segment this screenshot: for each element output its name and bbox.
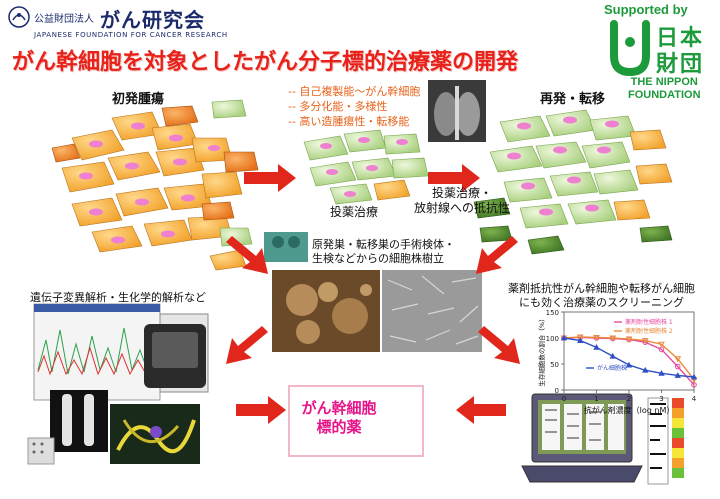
- flow-arrows: [226, 164, 520, 424]
- data-point: [658, 370, 665, 376]
- x-tick-label: 2: [627, 395, 631, 403]
- data-point: [576, 334, 584, 341]
- arrow-primary-to-treated: [244, 164, 296, 192]
- microscopy-image-culture: [382, 270, 482, 352]
- series-line: [563, 336, 695, 381]
- y-tick-label: 0: [555, 387, 559, 395]
- legend-label: 薬剤耐性細胞株 2: [625, 327, 673, 335]
- chart-plot-area: [563, 311, 695, 391]
- y-tick-label: 100: [546, 335, 559, 343]
- property-item: -- 高い造腫瘍性・転移能: [288, 115, 410, 128]
- org-name: がん研究会: [100, 8, 205, 32]
- nippon-logo-kanji-1: 日本: [656, 26, 705, 51]
- data-point: [625, 336, 633, 343]
- primary-tumor-label: 初発腫瘍: [112, 92, 165, 107]
- arrow-primary-to-center: [226, 236, 268, 274]
- final-target-drug-box: がん幹細胞 標的薬: [288, 385, 424, 457]
- data-point: [560, 334, 568, 341]
- data-point: [658, 341, 665, 348]
- treatment-label: 投薬治療: [330, 205, 379, 219]
- org-english-name: JAPANESE FOUNDATION FOR CANCER RESEARCH: [34, 31, 228, 39]
- final-target-drug-text: がん幹細胞 標的薬: [301, 399, 377, 436]
- legend-label: がん細胞株: [597, 364, 627, 372]
- jfcr-emblem-icon: [8, 6, 30, 28]
- data-point: [641, 338, 649, 345]
- x-axis-label: 抗がん剤濃度（log nM）: [584, 405, 675, 415]
- nippon-logo-kanji-2: 財団: [656, 52, 705, 77]
- arrow-center-to-left: [226, 326, 268, 364]
- data-point: [690, 373, 698, 380]
- y-axis-label: 生存細胞数の割合（%）: [537, 315, 546, 386]
- data-point: [609, 352, 616, 359]
- data-point: [593, 344, 600, 350]
- data-point: [674, 363, 681, 370]
- y-tick-label: 150: [546, 309, 559, 317]
- page-title: がん幹細胞を対象としたがん分子標的治療薬の開発: [12, 50, 519, 75]
- x-tick-label: 4: [692, 395, 697, 403]
- cell-line-establishment-label: 原発巣・転移巣の手術検体・ 生検などからの細胞株樹立: [312, 238, 455, 265]
- property-item: -- 多分化能・多様性: [288, 100, 388, 113]
- dose-response-chart: 0 50 100 150 0 1 2 3 4 抗がん剤濃度（log nM） 生存細胞数の割合（%） 薬…: [537, 309, 698, 415]
- arrow-recurrence-to-center: [476, 236, 518, 274]
- data-point: [642, 339, 649, 345]
- nippon-foundation-name: THE NIPPON FOUNDATION: [628, 76, 701, 101]
- surgery-photo: [264, 232, 308, 262]
- data-point: [577, 337, 584, 343]
- x-tick-label: 1: [594, 395, 598, 403]
- property-item: -- 自己複製能～がん幹細胞: [288, 85, 421, 98]
- nippon-foundation-emblem-icon: [610, 20, 650, 77]
- microscopy-image-colony: [272, 270, 380, 352]
- data-point: [609, 335, 617, 342]
- cancer-stem-cell-properties: -- 自己複製能～がん幹細胞 -- 多分化能・多様性 -- 高い造腫瘍性・転移能: [288, 84, 420, 129]
- y-tick-label: 50: [550, 361, 559, 369]
- data-point: [625, 361, 633, 368]
- data-point: [674, 372, 681, 378]
- screening-laptop: [521, 393, 684, 485]
- data-point: [593, 334, 600, 342]
- genomic-analysis-collage: [27, 303, 209, 465]
- nippon-foundation-logo: Supported by 日本 財団 THE NIPPON FOUNDATION: [598, 2, 718, 112]
- supported-by-label: Supported by: [604, 2, 688, 17]
- genetic-analysis-label: 遺伝子変異解析・生化学的解析など: [30, 291, 206, 304]
- arrow-right-to-final: [456, 396, 506, 424]
- drug-screening-label: 薬剤抵抗性がん幹細胞や転移がん細胞 にも効く治療薬のスクリーニング: [508, 282, 695, 309]
- x-tick-label: 0: [562, 395, 566, 403]
- org-type-label: 公益財団法人: [34, 14, 94, 25]
- recurrence-label: 再発・転移: [540, 92, 606, 107]
- arrow-center-to-right: [478, 326, 520, 364]
- resistance-label: 投薬治療・ 放射線への抵抗性: [414, 186, 511, 215]
- data-point: [674, 356, 682, 363]
- data-point: [642, 366, 649, 373]
- arrow-treated-to-recurrence: [428, 164, 480, 192]
- x-tick-label: 3: [659, 395, 663, 403]
- xray-image: [428, 80, 486, 142]
- legend-label: 薬剤耐性細胞株 1: [625, 318, 673, 326]
- arrow-left-to-final: [236, 396, 286, 424]
- jfcr-logo: 公益財団法人 がん研究会 JAPANESE FOUNDATION FOR CAN…: [8, 4, 238, 44]
